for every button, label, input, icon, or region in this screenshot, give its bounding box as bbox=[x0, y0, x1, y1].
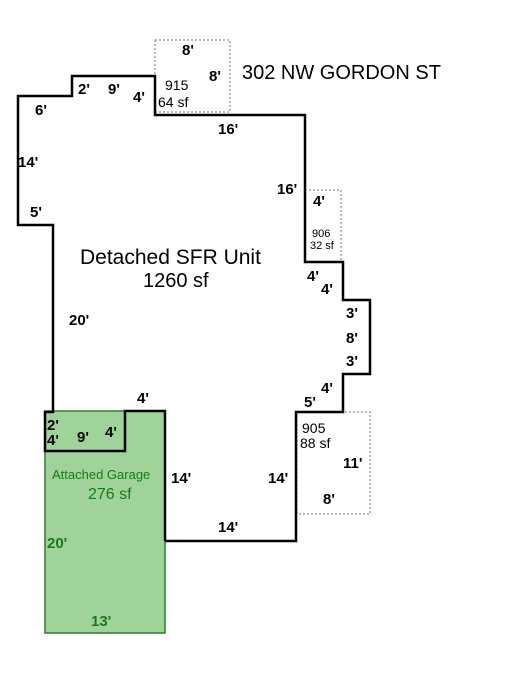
annex-905-id: 905 bbox=[302, 420, 326, 436]
dim-label: 5' bbox=[304, 394, 316, 411]
dim-label: 8' bbox=[346, 330, 358, 347]
annex-906-top-dim: 4' bbox=[313, 193, 325, 210]
annex-915-top-dim: 8' bbox=[182, 42, 194, 59]
dim-label: 6' bbox=[35, 102, 47, 119]
annex-905-area: 88 sf bbox=[300, 435, 330, 451]
dim-label: 14' bbox=[18, 154, 38, 171]
main-unit-name: Detached SFR Unit bbox=[80, 246, 261, 269]
annex-915-right-dim: 8' bbox=[209, 68, 221, 85]
annex-906-area: 32 sf bbox=[310, 240, 335, 252]
annex-905-right-dim: 11' bbox=[343, 455, 362, 472]
dim-label: 3' bbox=[346, 353, 358, 370]
garage-area-label: 276 sf bbox=[88, 486, 132, 503]
main-dwelling-outline bbox=[16, 74, 372, 543]
garage-left-dim: 20' bbox=[47, 535, 67, 552]
dim-label: 4' bbox=[307, 268, 319, 285]
dim-label: 14' bbox=[171, 470, 191, 487]
main-unit-area: 1260 sf bbox=[143, 270, 209, 292]
dim-label: 20' bbox=[69, 312, 89, 329]
dim-label: 5' bbox=[30, 204, 42, 221]
garage-area bbox=[44, 410, 166, 634]
dim-label: 16' bbox=[218, 121, 238, 138]
dim-label: 4' bbox=[105, 424, 117, 441]
dim-label: 4' bbox=[133, 89, 145, 106]
dim-label: 4' bbox=[137, 390, 149, 407]
dim-label: 9' bbox=[77, 429, 89, 446]
dim-label: 3' bbox=[346, 305, 358, 322]
annex-905-bottom-dim: 8' bbox=[323, 491, 335, 508]
dim-label: 9' bbox=[108, 81, 120, 98]
dim-label: 14' bbox=[218, 519, 238, 536]
annex-915-id: 915 bbox=[165, 77, 189, 93]
dim-label: 16' bbox=[277, 181, 297, 198]
dim-label: 4' bbox=[321, 281, 333, 298]
annex-906-id: 906 bbox=[312, 228, 330, 240]
dim-label: 2' bbox=[47, 417, 59, 434]
dim-label: 14' bbox=[268, 470, 288, 487]
annex-915-area: 64 sf bbox=[158, 94, 188, 110]
garage-bottom-dim: 13' bbox=[91, 613, 111, 630]
address-text: 302 NW GORDON ST bbox=[242, 62, 441, 84]
dim-label: 4' bbox=[47, 432, 59, 449]
dim-label: 2' bbox=[78, 81, 90, 98]
garage-name: Attached Garage bbox=[52, 467, 150, 482]
dim-label: 4' bbox=[321, 380, 333, 397]
